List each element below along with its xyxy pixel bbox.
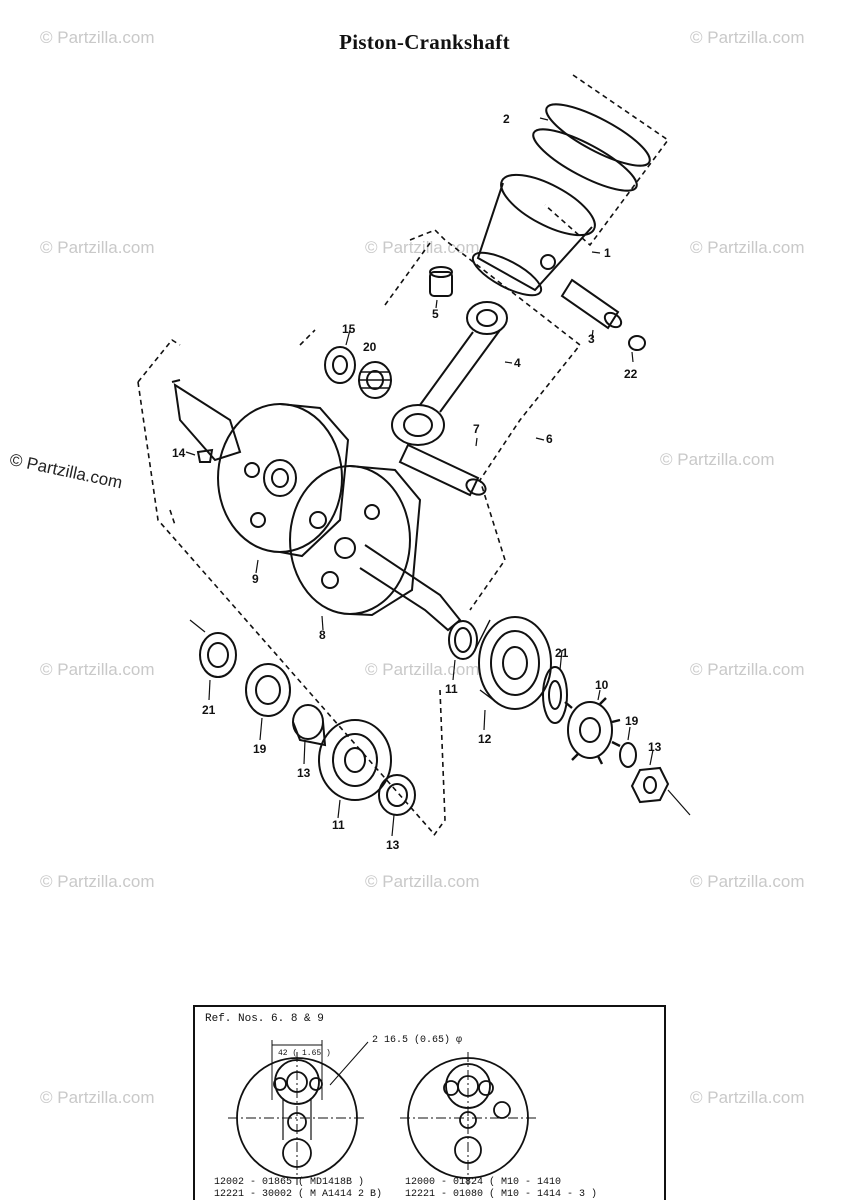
watermark: © Partzilla.com xyxy=(40,28,155,47)
watermark: © Partzilla.com xyxy=(40,1088,155,1107)
callout-21-left: 21 xyxy=(202,703,216,717)
watermark: © Partzilla.com xyxy=(690,1088,805,1107)
connecting-rod-shape xyxy=(391,301,508,446)
oil-seal-right-shape xyxy=(448,620,478,660)
main-bearing-left-shape xyxy=(318,719,392,801)
main-bearing-right-shape xyxy=(474,616,552,710)
collar-shape xyxy=(292,704,327,747)
crank-web-left-view xyxy=(228,1040,369,1185)
callout-19-right: 19 xyxy=(625,714,639,728)
callout-8: 8 xyxy=(319,628,326,642)
watermark: © Partzilla.com xyxy=(690,28,805,47)
watermark: © Partzilla.com xyxy=(690,238,805,257)
watermark: © Partzilla.com xyxy=(690,660,805,679)
washer-left-shape xyxy=(189,619,237,678)
dashed-group-rod xyxy=(409,229,582,611)
inset-part-left-1: 12002 - 01865 ( MD1418B ) xyxy=(214,1177,365,1188)
crankshaft-left-shape xyxy=(171,379,350,558)
piston-pin-shape xyxy=(560,278,623,330)
callout-20: 20 xyxy=(363,340,377,354)
callout-13-left-upper: 13 xyxy=(297,766,311,780)
callout-7: 7 xyxy=(473,422,480,436)
small-end-bearing-shape xyxy=(429,266,453,297)
inset-dimension-hole: 2 16.5 (0.65) φ xyxy=(372,1035,463,1046)
watermark: © Partzilla.com xyxy=(365,872,480,891)
callout-19-left: 19 xyxy=(253,742,267,756)
callout-16: 15 xyxy=(342,322,356,336)
callout-3: 3 xyxy=(588,332,595,346)
callout-6: 6 xyxy=(546,432,553,446)
watermark: © Partzilla.com xyxy=(365,660,480,679)
drive-gear-shape xyxy=(564,697,621,765)
needle-bearing-shape xyxy=(358,361,392,399)
inset-ref-label: Ref. Nos. 6. 8 & 9 xyxy=(205,1013,324,1025)
crank-pin-shape xyxy=(398,443,487,497)
piston-ring-top xyxy=(545,103,651,167)
diagram-title: Piston-Crankshaft xyxy=(339,30,510,54)
callout-10: 10 xyxy=(595,678,609,692)
callout-14: 13 xyxy=(648,740,662,754)
lock-washer-right-shape xyxy=(619,742,637,768)
piston-ring-bottom xyxy=(532,128,638,192)
inset-dimension-width: 42 ( 1.65 ) xyxy=(278,1049,331,1058)
dashed-group-left xyxy=(137,338,181,383)
thrust-washer-shape xyxy=(324,346,356,384)
woodruff-key-shape xyxy=(196,448,214,463)
watermark: © Partzilla.com xyxy=(40,660,155,679)
reference-inset xyxy=(193,1005,666,1200)
dashed-group-rings xyxy=(544,74,670,247)
callout-11-left: 11 xyxy=(332,818,345,832)
watermark: © Partzilla.com xyxy=(40,872,155,891)
watermark: © Partzilla.com xyxy=(365,238,480,257)
dashed-group-left-lower xyxy=(137,381,436,836)
inset-part-right-2: 12221 - 01080 ( M10 - 1414 - 3 ) xyxy=(405,1189,598,1200)
watermark: © Partzilla.com xyxy=(40,238,155,257)
callout-5: 5 xyxy=(432,307,439,321)
callout-22: 22 xyxy=(624,367,638,381)
inset-part-right-1: 12000 - 01824 ( M10 - 1410 xyxy=(405,1177,562,1188)
callout-4: 4 xyxy=(514,356,521,370)
dashed-group-rod-upper xyxy=(384,242,431,306)
callout-21-right: 21 xyxy=(555,646,569,660)
callout-2: 2 xyxy=(503,112,510,126)
watermark: © Partzilla.com xyxy=(660,450,775,469)
callout-9: 9 xyxy=(252,572,259,586)
spacer-left-shape xyxy=(245,663,291,717)
washer-right-shape xyxy=(542,666,568,724)
callout-1: 1 xyxy=(604,246,611,260)
watermark: © Partzilla.com xyxy=(690,872,805,891)
crank-web-right-view xyxy=(400,1052,536,1185)
circlip-shape xyxy=(628,335,646,351)
callout-12: 12 xyxy=(478,732,492,746)
oil-seal-left-shape xyxy=(378,774,416,816)
callout-15: 14 xyxy=(172,446,186,460)
inset-part-left-2: 12221 - 30002 ( M A1414 2 B) xyxy=(214,1189,383,1200)
piston-shape xyxy=(471,173,596,297)
callout-13-left: 13 xyxy=(386,838,400,852)
nut-shape xyxy=(630,766,691,816)
callout-11-right: 11 xyxy=(445,682,458,696)
